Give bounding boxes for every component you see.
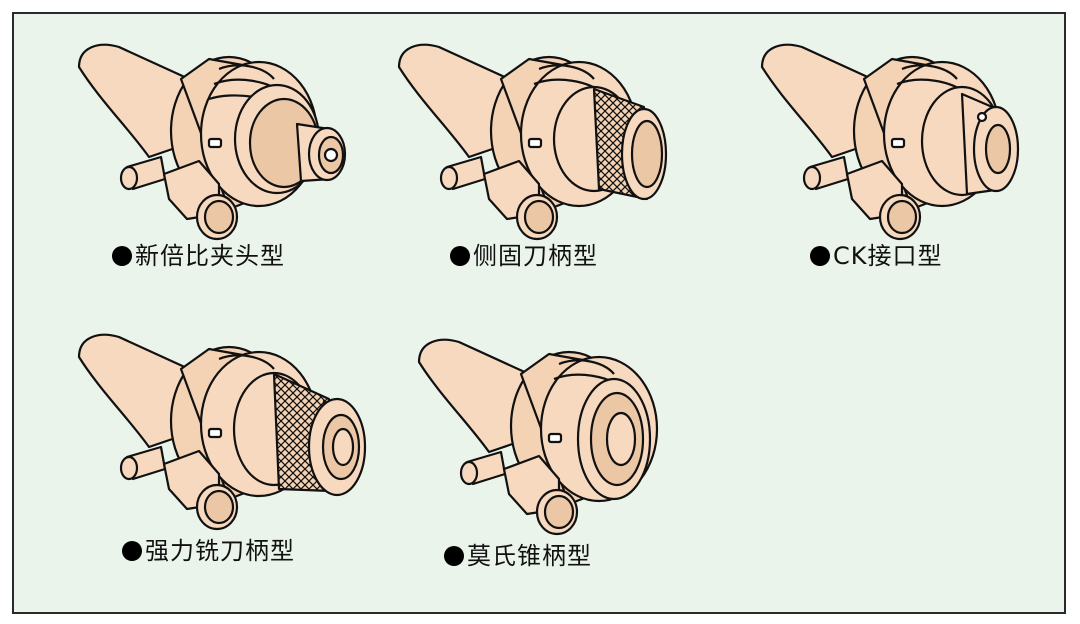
bullet-icon	[112, 246, 132, 266]
bullet-icon	[810, 246, 830, 266]
figure-panel: 新倍比夹头型	[12, 12, 1066, 614]
collet-chuck-holder-icon	[69, 39, 359, 244]
bullet-icon	[450, 246, 470, 266]
caption-morse-taper: 莫氏锥柄型	[444, 536, 592, 571]
caption-side-lock: 侧固刀柄型	[450, 236, 598, 271]
caption-ck-interface: CK接口型	[810, 236, 943, 271]
caption-collet-chuck: 新倍比夹头型	[112, 236, 285, 271]
side-lock-holder-icon	[389, 39, 679, 244]
caption-power-milling: 强力铣刀柄型	[122, 531, 295, 566]
ck-interface-holder-icon	[752, 39, 1042, 244]
bullet-icon	[122, 541, 142, 561]
bullet-icon	[444, 546, 464, 566]
power-milling-chuck-icon	[69, 329, 369, 534]
morse-taper-holder-icon	[409, 334, 669, 536]
